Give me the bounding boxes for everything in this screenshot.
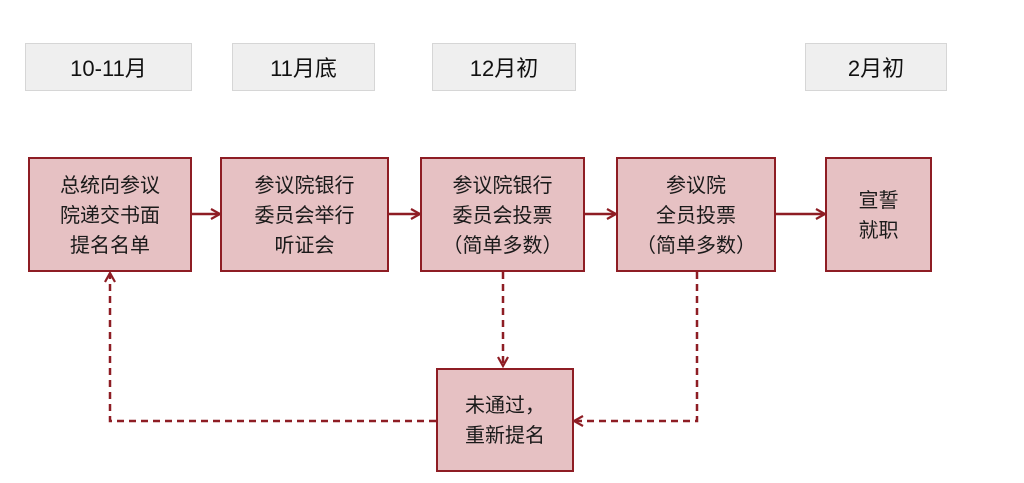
step-text-line: 重新提名 — [465, 423, 545, 447]
step-text-line: 参议院 — [666, 172, 726, 197]
step-full-senate-vote: 参议院 全员投票 （简单多数） — [616, 157, 776, 272]
step-text-line: （简单多数） — [636, 232, 756, 257]
step-text-line: 听证会 — [274, 232, 335, 257]
timeline-label-early-feb: 2月初 — [805, 43, 947, 91]
step-text-line: 总统向参议 — [60, 172, 160, 197]
timeline-label-early-dec: 12月初 — [432, 43, 576, 91]
step-president-submits-nomination: 总统向参议 院递交书面 提名名单 — [28, 157, 192, 272]
dashed-arrow-failure-to-step1 — [110, 273, 436, 423]
step-text-line: 全员投票 — [656, 202, 736, 227]
step-text-line: 提名名单 — [70, 232, 150, 257]
step-text-line: 未通过， — [465, 393, 545, 417]
step-text-line: 参议院银行 — [452, 172, 553, 197]
step-text-line: 委员会投票 — [452, 202, 553, 227]
timeline-label-oct-nov: 10-11月 — [25, 43, 192, 91]
step-text-line: 就职 — [858, 217, 899, 242]
timeline-label-late-nov: 11月底 — [232, 43, 375, 91]
step-sworn-in: 宣誓 就职 — [825, 157, 932, 272]
step-text-line: 参议院银行 — [254, 172, 355, 197]
step-text-line: （简单多数） — [442, 232, 563, 257]
step-text-line: 院递交书面 — [60, 202, 160, 227]
step-text-line: 宣誓 — [858, 187, 899, 212]
step-banking-committee-hearing: 参议院银行 委员会举行 听证会 — [220, 157, 389, 272]
step-text-line: 委员会举行 — [254, 202, 355, 227]
step-failed-renominate: 未通过， 重新提名 — [436, 368, 574, 472]
dashed-arrow-step4-to-failure — [574, 272, 699, 421]
step-banking-committee-vote: 参议院银行 委员会投票 （简单多数） — [420, 157, 585, 272]
